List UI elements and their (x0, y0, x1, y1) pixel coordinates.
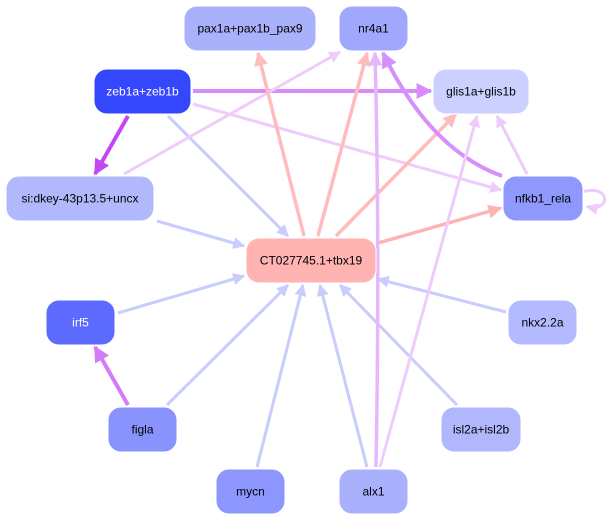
node-pax1a-pax1b-pax9[interactable]: pax1a+pax1b_pax9 (183, 5, 317, 52)
node-label: glis1a+glis1b (446, 85, 516, 99)
node-nr4a1[interactable]: nr4a1 (338, 5, 409, 52)
node-box[interactable] (45, 299, 116, 346)
node-nfkb1-rela[interactable]: nfkb1_rela (502, 175, 584, 222)
edge-irf5-to-ct027745-1-tbx19 (117, 273, 246, 315)
node-box[interactable] (215, 468, 286, 515)
edge-alx1-to-ct027745-1-tbx19 (316, 283, 369, 468)
node-box[interactable] (440, 406, 522, 453)
node-box[interactable] (338, 5, 409, 52)
edge-nkx2-2a-to-ct027745-1-tbx19 (376, 275, 507, 314)
edge-zeb1a-zeb1b-to-ct027745-1-tbx19 (166, 114, 290, 238)
edge-ct027745-1-tbx19-to-pax1a-pax1b-pax9 (254, 51, 306, 237)
node-si-dkey-43p13-5-uncx[interactable]: si:dkey-43p13.5+uncx (5, 175, 155, 222)
node-label: zeb1a+zeb1b (106, 85, 179, 99)
node-zeb1a-zeb1b[interactable]: zeb1a+zeb1b (93, 68, 192, 115)
node-label: alx1 (362, 485, 384, 499)
node-alx1[interactable]: alx1 (338, 468, 409, 515)
edge-ct027745-1-tbx19-to-nr4a1 (316, 51, 371, 237)
node-glis1a-glis1b[interactable]: glis1a+glis1b (432, 68, 530, 115)
node-box[interactable] (245, 237, 377, 284)
edge-nfkb1-rela-to-nfkb1-rela (583, 188, 607, 215)
node-box[interactable] (502, 175, 584, 222)
node-irf5[interactable]: irf5 (45, 299, 116, 346)
node-ct027745-1-tbx19[interactable]: CT027745.1+tbx19 (245, 237, 377, 284)
node-label: pax1a+pax1b_pax9 (197, 22, 302, 36)
node-box[interactable] (93, 68, 192, 115)
node-box[interactable] (338, 468, 409, 515)
edge-ct027745-1-tbx19-to-nfkb1-rela (377, 204, 503, 245)
edge-zeb1a-zeb1b-to-si-dkey-43p13-5-uncx (93, 115, 130, 176)
node-mycn[interactable]: mycn (215, 468, 286, 515)
edge-isl2a-isl2b-to-ct027745-1-tbx19 (338, 283, 459, 407)
node-label: CT027745.1+tbx19 (260, 254, 363, 268)
edge-si-dkey-43p13-5-uncx-to-ct027745-1-tbx19 (156, 219, 246, 249)
node-nkx2-2a[interactable]: nkx2.2a (507, 299, 578, 346)
node-label: nkx2.2a (521, 316, 563, 330)
node-label: mycn (236, 485, 265, 499)
edge-figla-to-irf5 (93, 345, 130, 406)
node-label: nfkb1_rela (515, 192, 571, 206)
edge-figla-to-ct027745-1-tbx19 (165, 283, 290, 407)
node-isl2a-isl2b[interactable]: isl2a+isl2b (440, 406, 522, 453)
node-label: figla (131, 423, 153, 437)
node-label: si:dkey-43p13.5+uncx (21, 192, 138, 206)
node-label: isl2a+isl2b (453, 423, 510, 437)
node-label: nr4a1 (358, 22, 389, 36)
edge-mycn-to-ct027745-1-tbx19 (255, 283, 307, 468)
node-box[interactable] (107, 406, 178, 453)
edge-alx1-to-glis1a-glis1b (378, 114, 480, 468)
node-box[interactable] (432, 68, 530, 115)
node-figla[interactable]: figla (107, 406, 178, 453)
node-box[interactable] (507, 299, 578, 346)
node-box[interactable] (5, 175, 155, 222)
edges-layer (93, 50, 607, 468)
edge-nfkb1-rela-to-nr4a1 (381, 51, 503, 178)
edge-si-dkey-43p13-5-uncx-to-nr4a1 (123, 50, 342, 176)
edge-nfkb1-rela-to-glis1a-glis1b (495, 114, 529, 175)
node-box[interactable] (183, 5, 317, 52)
node-label: irf5 (72, 316, 89, 330)
nodes-layer: pax1a+pax1b_pax9 nr4a1 zeb1a+zeb1b glis1a+g… (5, 5, 584, 515)
edge-alx1-to-nr4a1 (368, 51, 383, 468)
edge-zeb1a-zeb1b-to-nfkb1-rela (192, 102, 503, 193)
